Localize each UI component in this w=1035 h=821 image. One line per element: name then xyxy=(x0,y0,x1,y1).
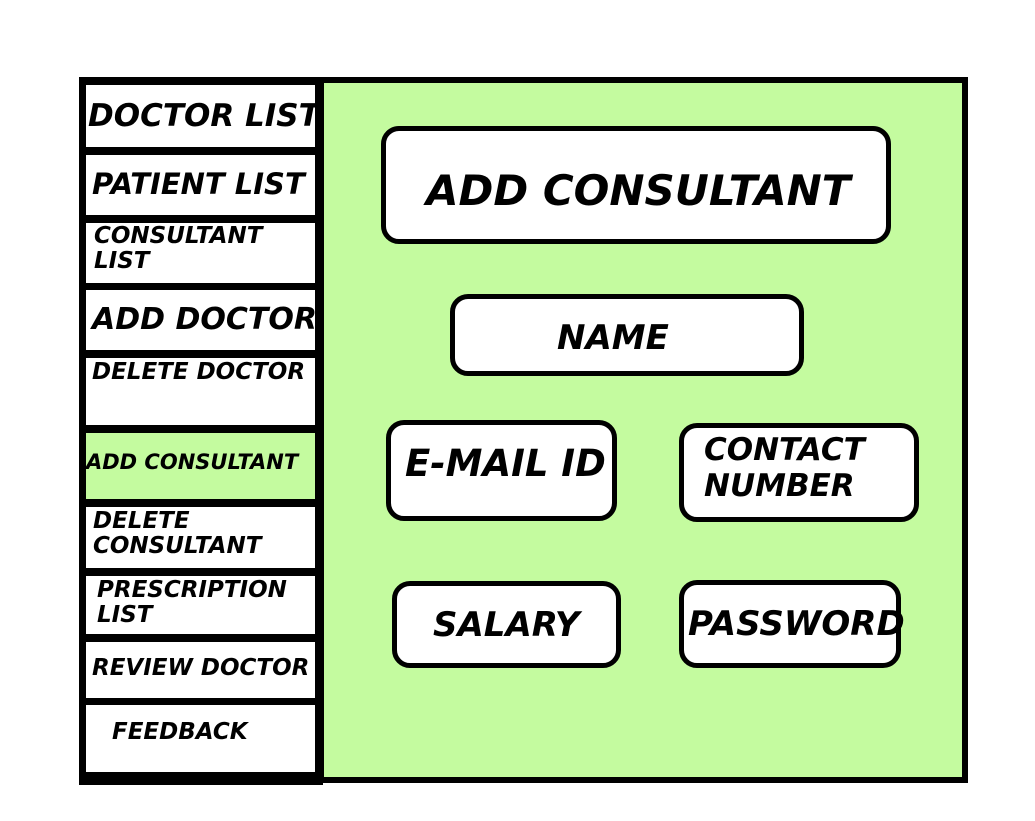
sidebar-item-delete-consultant[interactable]: DELETE CONSULTANT xyxy=(86,507,315,568)
sidebar-item-label: ADD CONSULTANT xyxy=(86,450,299,474)
sidebar-item-prescription-list[interactable]: PRESCRIPTION LIST xyxy=(86,576,315,634)
contact-number-field[interactable]: CONTACT NUMBER xyxy=(679,423,919,522)
sidebar-item-add-consultant[interactable]: ADD CONSULTANT xyxy=(86,433,315,499)
sidebar-item-add-doctor[interactable]: ADD DOCTOR xyxy=(86,290,315,350)
sidebar-item-label: DELETE DOCTOR xyxy=(92,359,306,385)
sidebar-item-label: FEEDBACK xyxy=(112,719,248,745)
sidebar-item-label: CONSULTANT LIST xyxy=(94,223,263,275)
sidebar-item-label: REVIEW DOCTOR xyxy=(92,655,310,681)
sidebar-item-review-doctor[interactable]: REVIEW DOCTOR xyxy=(86,642,315,698)
contact-number-field-label: CONTACT NUMBER xyxy=(704,432,865,504)
page-title: ADD CONSULTANT xyxy=(381,126,891,244)
add-consultant-panel: ADD CONSULTANT NAME E-MAIL ID CONTACT NU… xyxy=(318,77,968,783)
page-title-text: ADD CONSULTANT xyxy=(426,166,851,215)
name-field[interactable]: NAME xyxy=(450,294,804,376)
sidebar-item-patient-list[interactable]: PATIENT LIST xyxy=(86,155,315,215)
sidebar-item-label: ADD DOCTOR xyxy=(92,302,315,337)
sidebar-item-label: PRESCRIPTION LIST xyxy=(97,577,287,629)
email-field[interactable]: E-MAIL ID xyxy=(386,420,617,521)
salary-field[interactable]: SALARY xyxy=(392,581,621,668)
salary-field-label: SALARY xyxy=(433,605,580,645)
sidebar-nav: DOCTOR LIST PATIENT LIST CONSULTANT LIST… xyxy=(79,77,323,785)
sidebar-item-label: PATIENT LIST xyxy=(92,167,305,201)
password-field[interactable]: PASSWORD xyxy=(679,580,905,668)
password-field-label: PASSWORD xyxy=(688,604,905,644)
sidebar-item-doctor-list[interactable]: DOCTOR LIST xyxy=(86,85,315,147)
sidebar-item-delete-doctor[interactable]: DELETE DOCTOR xyxy=(86,358,315,425)
sidebar-item-feedback[interactable]: FEEDBACK xyxy=(86,705,315,772)
sidebar-item-label: DELETE CONSULTANT xyxy=(93,508,262,560)
sidebar-item-consultant-list[interactable]: CONSULTANT LIST xyxy=(86,223,315,283)
email-field-label: E-MAIL ID xyxy=(405,442,606,485)
name-field-label: NAME xyxy=(557,318,669,358)
sidebar-item-label: DOCTOR LIST xyxy=(88,98,315,134)
